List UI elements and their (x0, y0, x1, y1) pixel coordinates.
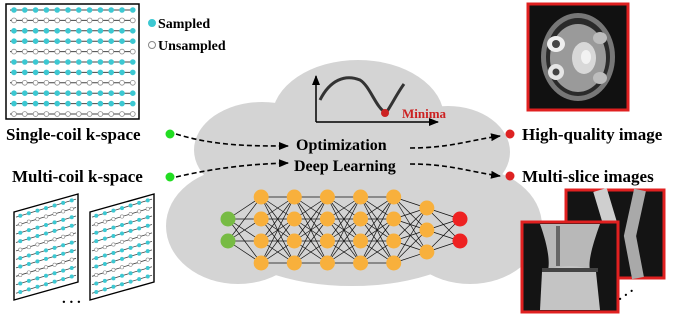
multi-slice-dot (505, 171, 515, 181)
nn-hidden-node (253, 211, 269, 227)
single-coil-dot (165, 129, 175, 139)
nn-edge (393, 207, 428, 242)
optimization-curve-plot: Minima (312, 75, 447, 126)
nn-edge (393, 229, 428, 264)
loss-curve (318, 76, 406, 115)
single-coil-kspace-grid (5, 3, 140, 120)
nn-edge (327, 218, 361, 264)
nn-hidden-node (253, 255, 269, 271)
sampled-row (10, 69, 136, 76)
nn-edge (260, 196, 295, 264)
nn-hidden-node (386, 189, 402, 205)
nn-edge (260, 196, 295, 242)
multi-coil-ellipsis: . . . (62, 291, 81, 307)
deep-learning-label: Deep Learning (294, 158, 396, 175)
sampled-row (10, 100, 136, 107)
nn-edge (360, 196, 395, 264)
nn-edge (426, 218, 461, 253)
coil-kspace-panel (89, 193, 155, 301)
brain-mri-image (526, 2, 630, 112)
legend-sampled-label: Sampled (158, 17, 210, 32)
neural-network (220, 189, 468, 271)
nn-hidden-node (286, 211, 302, 227)
nn-hidden-node (319, 211, 335, 227)
nn-edge (327, 196, 361, 264)
sampled-row (10, 38, 136, 44)
unsampled-row (10, 48, 136, 55)
coil-kspace-panel (13, 193, 79, 301)
nn-input-node (220, 233, 236, 249)
arrow-to-multi-slice (409, 163, 501, 179)
nn-input-node (220, 211, 236, 227)
nn-hidden-node (286, 189, 302, 205)
nn-hidden-node (419, 200, 435, 216)
arrow-multi-coil-to-deep-learning (175, 159, 289, 178)
nn-edge (360, 218, 394, 264)
arrow-single-coil-to-optimization (175, 133, 289, 150)
high-quality-label: High-quality image (522, 125, 663, 144)
multi-coil-label: Multi-coil k-space (12, 167, 143, 186)
nn-hidden-node (353, 255, 369, 271)
minima-point (381, 109, 389, 117)
nn-hidden-node (319, 233, 335, 249)
high-quality-dot (505, 129, 515, 139)
nn-output-node (452, 211, 468, 227)
sampled-row (10, 7, 136, 13)
legend-unsampled-label: Unsampled (158, 39, 226, 54)
nn-edge (294, 218, 328, 264)
optimization-label: Optimization (296, 137, 387, 154)
unsampled-row (10, 80, 136, 86)
nn-hidden-node (286, 255, 302, 271)
nn-hidden-node (286, 233, 302, 249)
nn-hidden-node (253, 233, 269, 249)
sampled-dot-icon (148, 19, 156, 27)
nn-hidden-node (419, 222, 435, 238)
nn-hidden-node (386, 255, 402, 271)
nn-hidden-node (319, 255, 335, 271)
nn-edge (360, 196, 394, 242)
nn-hidden-node (253, 189, 269, 205)
nn-hidden-node (419, 244, 435, 260)
nn-hidden-node (319, 189, 335, 205)
single-coil-label: Single-coil k-space (6, 125, 141, 144)
nn-hidden-node (353, 189, 369, 205)
nn-hidden-node (386, 211, 402, 227)
nn-hidden-node (353, 211, 369, 227)
knee-mri-stack: . . . (520, 187, 666, 314)
nn-output-node (452, 233, 468, 249)
unsampled-row (10, 111, 136, 117)
nn-hidden-node (353, 233, 369, 249)
sampling-legend: Sampled Unsampled (148, 17, 226, 54)
nn-edge (294, 196, 328, 242)
unsampled-row (10, 17, 136, 24)
sampled-row (10, 59, 136, 65)
minima-label: Minima (402, 106, 447, 121)
unsampled-dot-icon (148, 41, 156, 49)
nn-edge (327, 196, 361, 242)
sampled-row (10, 27, 136, 34)
arrow-to-high-quality (409, 133, 501, 149)
multi-coil-kspace-stack (13, 193, 155, 301)
nn-hidden-node (386, 233, 402, 249)
sampled-row (10, 90, 136, 96)
nn-edge (227, 196, 262, 242)
multi-coil-dot (165, 172, 175, 182)
nn-edge (393, 207, 428, 264)
nn-edge (260, 218, 295, 264)
nn-edge (293, 196, 328, 264)
multi-slice-label: Multi-slice images (522, 167, 654, 186)
